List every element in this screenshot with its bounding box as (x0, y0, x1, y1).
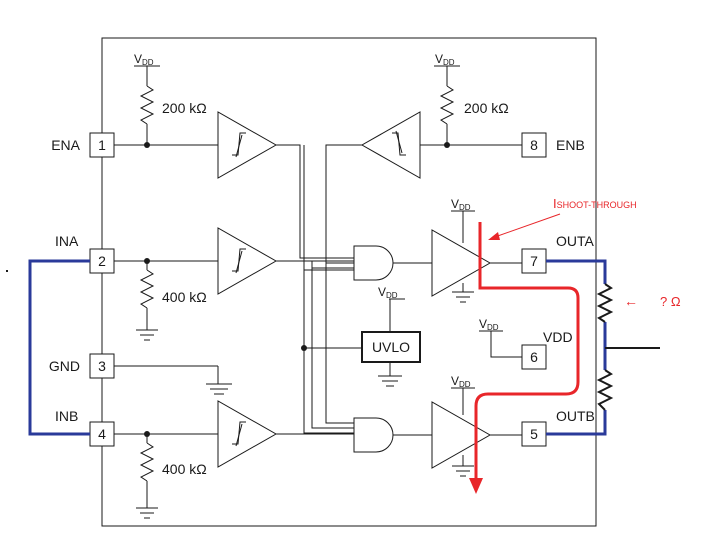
pin-1: 1 (89, 132, 115, 158)
vdd-label-enb: VDD (435, 52, 455, 67)
output-driver-b (431, 387, 492, 477)
inb-pulldown-resistor (136, 434, 158, 519)
pin-3: 3 (89, 353, 115, 379)
shoot-through-current-path (474, 222, 580, 480)
pin-7: 7 (521, 248, 547, 274)
unknown-resistance-label: ? Ω (660, 294, 681, 309)
pin-6-number: 6 (530, 349, 538, 365)
external-resistor-bottom (596, 369, 614, 411)
uvlo-block: UVLO (361, 298, 421, 387)
enb-resistor-value: 200 kΩ (464, 100, 509, 116)
pin-5: 5 (521, 421, 547, 447)
pin-3-number: 3 (98, 358, 106, 374)
inb-resistor-value: 400 kΩ (162, 461, 207, 477)
vdd-label-driver-b: VDD (451, 374, 471, 389)
vdd-label-driver-a: VDD (451, 197, 471, 212)
pin-6: 6 (521, 344, 547, 370)
pin-label-outb: OUTB (556, 408, 595, 424)
pin-label-ina: INA (55, 233, 79, 249)
svg-text:VDD: VDD (451, 374, 471, 389)
ina-schmitt-buffer (217, 227, 278, 295)
pin-1-number: 1 (98, 137, 106, 153)
pin-8-number: 8 (530, 137, 538, 153)
ina-inb-external-tie (28, 259, 90, 436)
pin-8: 8 (521, 132, 547, 158)
outb-external-wire (546, 410, 607, 436)
chip-outline (101, 37, 597, 527)
ina-resistor-value: 400 kΩ (162, 289, 207, 305)
shoot-through-label: ISHOOT-THROUGH (553, 196, 637, 211)
pin-2-number: 2 (98, 253, 106, 269)
external-resistor-top (596, 283, 614, 323)
pin-2: 2 (89, 248, 115, 274)
svg-text:VDD: VDD (451, 197, 471, 212)
pin-4: 4 (89, 421, 115, 447)
pin-5-number: 5 (530, 426, 538, 442)
enb-pullup-resistor (434, 65, 460, 145)
svg-text:VDD: VDD (435, 52, 455, 67)
enb-schmitt-buffer (360, 111, 421, 179)
and-gate-b (353, 417, 394, 453)
inb-schmitt-buffer (217, 400, 278, 468)
svg-text:ISHOOT-THROUGH: ISHOOT-THROUGH (553, 196, 637, 211)
outa-external-wire (546, 259, 607, 284)
pin6-vdd-wire (479, 330, 522, 358)
ena-schmitt-buffer (217, 111, 278, 179)
ina-pulldown-resistor (136, 261, 158, 341)
pin-7-number: 7 (530, 253, 538, 269)
ena-resistor-value: 200 kΩ (162, 100, 207, 116)
ena-pullup-resistor (134, 65, 160, 145)
stray-mark (6, 270, 8, 272)
shoot-through-arrowhead (469, 478, 483, 494)
pin-label-ena: ENA (51, 137, 80, 153)
vdd-label-uvlo: VDD (378, 285, 398, 300)
pin-label-outa: OUTA (556, 233, 595, 249)
svg-text:VDD: VDD (479, 317, 499, 332)
pin-label-vdd: VDD (543, 329, 573, 345)
and-gate-a (353, 245, 394, 281)
pin-4-number: 4 (98, 426, 106, 442)
svg-text:VDD: VDD (378, 285, 398, 300)
pin-label-enb: ENB (556, 137, 585, 153)
vdd-label-pin6: VDD (479, 317, 499, 332)
pin-label-inb: INB (55, 408, 78, 424)
output-driver-a (431, 210, 492, 303)
vdd-label-ena: VDD (134, 52, 154, 67)
uvlo-label: UVLO (372, 339, 410, 355)
shoot-through-pointer (491, 213, 561, 239)
unknown-resistance-arrow: ← (624, 293, 638, 309)
pin-label-gnd: GND (49, 358, 80, 374)
svg-text:VDD: VDD (134, 52, 154, 67)
